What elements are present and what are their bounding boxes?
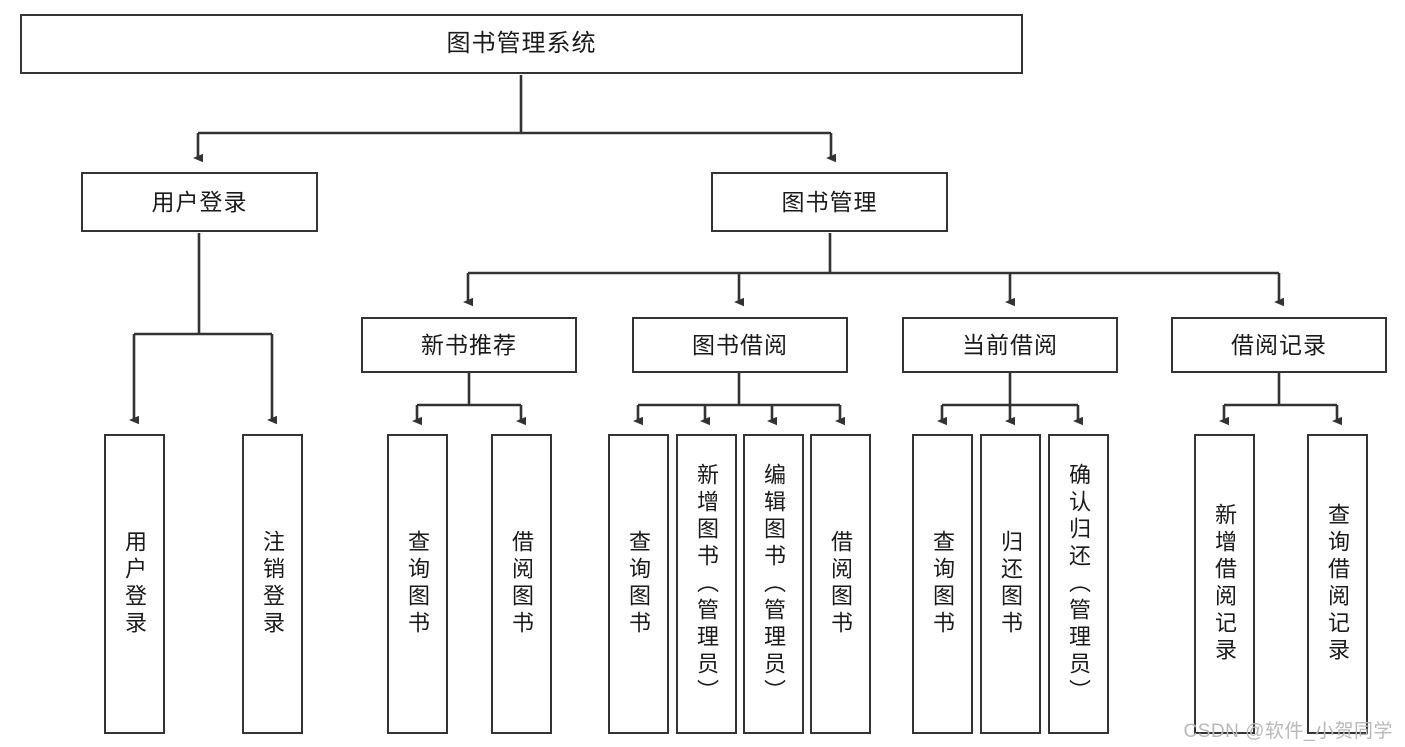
node-user-login[interactable]: 用户登录 xyxy=(81,172,318,232)
node-label: 用户登录 xyxy=(151,188,248,215)
node-label: 确认归还（管理员） xyxy=(1066,462,1092,706)
node-leaf-edit-book[interactable]: 编辑图书（管理员） xyxy=(743,434,804,734)
node-leaf-query-record[interactable]: 查询借阅记录 xyxy=(1307,434,1368,734)
watermark-credit: CSDN @软件_小贺同学 xyxy=(1183,721,1393,742)
node-label: 新书推荐 xyxy=(421,331,517,358)
node-new-book-recommend[interactable]: 新书推荐 xyxy=(361,317,577,373)
node-leaf-query-book-1[interactable]: 查询图书 xyxy=(387,434,448,734)
node-leaf-query-book-3[interactable]: 查询图书 xyxy=(912,434,973,734)
node-label: 当前借阅 xyxy=(962,331,1058,358)
node-borrow-record[interactable]: 借阅记录 xyxy=(1171,317,1387,373)
node-book-manage[interactable]: 图书管理 xyxy=(711,172,948,232)
node-root-system[interactable]: 图书管理系统 xyxy=(20,14,1023,74)
node-label: 查询图书 xyxy=(626,530,652,638)
node-book-borrow[interactable]: 图书借阅 xyxy=(632,317,848,373)
node-leaf-return-book[interactable]: 归还图书 xyxy=(980,434,1041,734)
node-label: 图书借阅 xyxy=(692,331,788,358)
node-label: 新增图书（管理员） xyxy=(694,462,720,706)
node-label: 归还图书 xyxy=(998,530,1024,638)
node-leaf-confirm-return[interactable]: 确认归还（管理员） xyxy=(1048,434,1109,734)
node-label: 查询借阅记录 xyxy=(1325,503,1351,665)
node-leaf-borrow-book-2[interactable]: 借阅图书 xyxy=(810,434,871,734)
node-leaf-user-login[interactable]: 用户登录 xyxy=(104,434,165,734)
node-label: 借阅图书 xyxy=(828,530,854,638)
node-label: 查询图书 xyxy=(930,530,956,638)
node-label: 新增借阅记录 xyxy=(1212,503,1238,665)
node-label: 编辑图书（管理员） xyxy=(761,462,787,706)
node-label: 注销登录 xyxy=(260,530,286,638)
node-leaf-user-logout[interactable]: 注销登录 xyxy=(242,434,303,734)
node-label: 用户登录 xyxy=(122,530,148,638)
node-leaf-add-book[interactable]: 新增图书（管理员） xyxy=(676,434,737,734)
node-leaf-query-book-2[interactable]: 查询图书 xyxy=(608,434,669,734)
node-label: 借阅图书 xyxy=(509,530,535,638)
node-current-borrow[interactable]: 当前借阅 xyxy=(902,317,1118,373)
node-label: 借阅记录 xyxy=(1231,331,1327,358)
node-leaf-add-record[interactable]: 新增借阅记录 xyxy=(1194,434,1255,734)
node-leaf-borrow-book-1[interactable]: 借阅图书 xyxy=(491,434,552,734)
node-label: 图书管理系统 xyxy=(446,30,597,58)
node-label: 图书管理 xyxy=(781,188,878,215)
node-label: 查询图书 xyxy=(405,530,431,638)
